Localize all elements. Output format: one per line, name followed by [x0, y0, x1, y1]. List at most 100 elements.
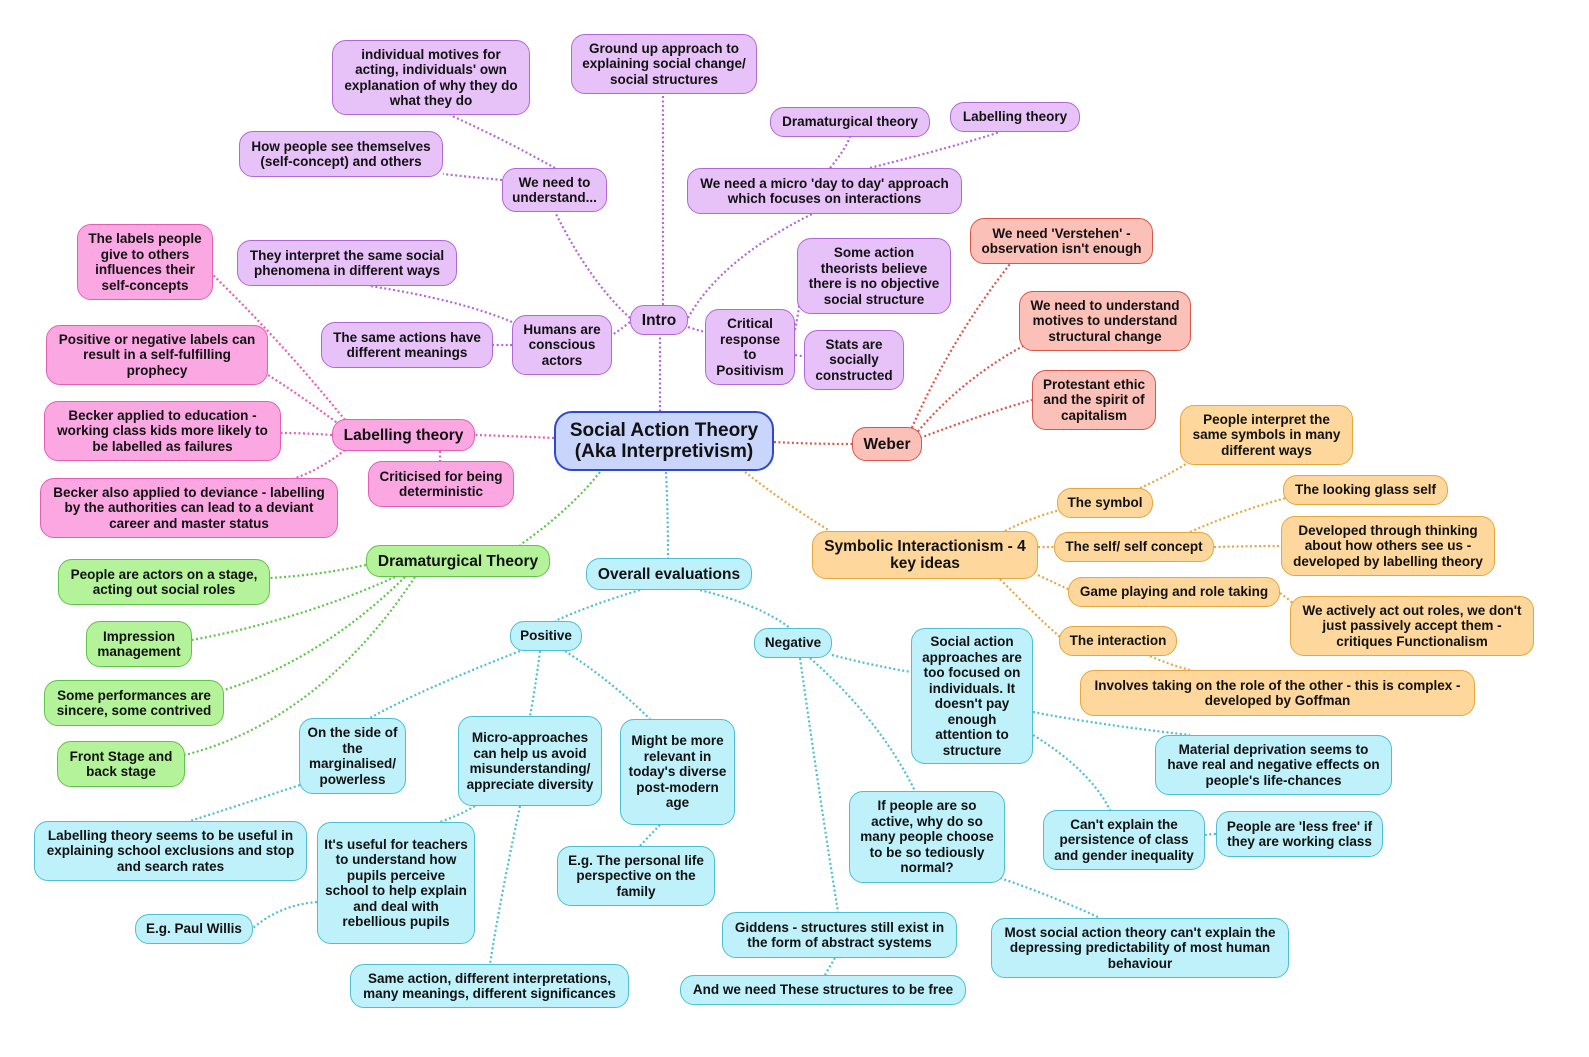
node-labelling-theory[interactable]: Labelling theory — [332, 419, 475, 451]
node-positive[interactable]: Positive — [510, 621, 582, 651]
node-impression[interactable]: Impression management — [86, 621, 192, 667]
connector-line — [223, 576, 406, 692]
node-labelling-theory-intro[interactable]: Labelling theory — [950, 102, 1080, 132]
node-no-objective[interactable]: Some action theorists believe there is n… — [797, 238, 951, 314]
connector-line — [908, 263, 1011, 433]
connector-line — [687, 213, 813, 319]
node-ground-up[interactable]: Ground up approach to explaining social … — [571, 34, 757, 94]
connector-line — [449, 113, 556, 169]
node-negative[interactable]: Negative — [754, 628, 832, 658]
central-topic[interactable]: Social Action Theory (Aka Interpretivism… — [554, 411, 774, 471]
node-becker-deviance[interactable]: Becker also applied to deviance - labell… — [40, 478, 338, 538]
connector-line — [914, 344, 1026, 436]
node-same-actions[interactable]: The same actions have different meanings — [321, 322, 493, 368]
connector-line — [1189, 495, 1291, 534]
node-humans-conscious[interactable]: Humans are conscious actors — [512, 315, 612, 375]
connector-line — [773, 440, 853, 446]
node-dramaturgical-theory-intro[interactable]: Dramaturgical theory — [770, 107, 930, 137]
connector-line — [1004, 508, 1061, 532]
node-interpret-same[interactable]: They interpret the same social phenomena… — [237, 240, 457, 286]
node-need-to-understand[interactable]: We need to understand... — [502, 168, 607, 212]
node-more-relevant[interactable]: Might be more relevant in today's divers… — [620, 719, 735, 825]
node-if-active[interactable]: If people are so active, why do so many … — [849, 791, 1005, 883]
node-self-fulfilling[interactable]: Positive or negative labels can result i… — [46, 325, 268, 385]
node-less-free[interactable]: People are 'less free' if they are worki… — [1216, 811, 1383, 857]
node-actors-stage[interactable]: People are actors on a stage, acting out… — [58, 559, 270, 605]
node-performances[interactable]: Some performances are sincere, some cont… — [44, 680, 224, 726]
node-useful-teachers[interactable]: It's useful for teachers to understand h… — [317, 822, 475, 944]
node-game-playing[interactable]: Game playing and role taking — [1068, 577, 1280, 607]
node-micro-avoid[interactable]: Micro-approaches can help us avoid misun… — [458, 716, 602, 806]
node-labelling-useful[interactable]: Labelling theory seems to be useful in e… — [34, 821, 307, 881]
node-intro[interactable]: Intro — [630, 305, 688, 335]
connector-line — [554, 588, 641, 623]
connector-line — [474, 433, 555, 440]
node-dramaturgical-theory[interactable]: Dramaturgical Theory — [366, 545, 550, 577]
connector-line — [744, 471, 831, 532]
node-personal-life[interactable]: E.g. The personal life perspective on th… — [557, 846, 715, 906]
connector-line — [1032, 710, 1191, 737]
connector-line — [369, 284, 513, 324]
central-topic-line2: (Aka Interpretivism) — [574, 441, 754, 462]
node-material-deprivation[interactable]: Material deprivation seems to have real … — [1155, 735, 1392, 795]
connector-line — [212, 274, 346, 421]
node-interpret-symbols[interactable]: People interpret the same symbols in man… — [1180, 405, 1353, 465]
node-marginalised[interactable]: On the side of the marginalised/ powerle… — [299, 718, 406, 794]
connector-line — [564, 650, 651, 720]
node-critical-response[interactable]: Critical response to Positivism — [705, 309, 795, 385]
connector-line — [439, 805, 476, 824]
connector-line — [999, 876, 1101, 919]
node-front-stage[interactable]: Front Stage and back stage — [57, 741, 185, 787]
connector-line — [189, 783, 301, 823]
connector-line — [442, 172, 503, 182]
node-the-interaction[interactable]: The interaction — [1059, 626, 1177, 656]
node-stats[interactable]: Stats are socially constructed — [804, 330, 904, 390]
node-overall-evaluations[interactable]: Overall evaluations — [586, 558, 752, 590]
node-persistence[interactable]: Can't explain the persistence of class a… — [1043, 810, 1205, 870]
node-same-action[interactable]: Same action, different interpretations, … — [350, 964, 629, 1008]
node-looking-glass[interactable]: The looking glass self — [1283, 475, 1448, 505]
node-individual-motives[interactable]: individual motives for acting, individua… — [332, 40, 530, 115]
node-protestant[interactable]: Protestant ethic and the spirit of capit… — [1032, 370, 1156, 430]
connector-line — [1037, 574, 1071, 591]
connector-line — [280, 431, 333, 437]
node-need-structures[interactable]: And we need These structures to be free — [680, 975, 966, 1005]
node-how-people-see[interactable]: How people see themselves (self-concept)… — [239, 131, 443, 177]
node-criticised[interactable]: Criticised for being deterministic — [368, 461, 514, 507]
node-paul-willis[interactable]: E.g. Paul Willis — [135, 914, 253, 944]
connector-line — [554, 211, 631, 319]
node-act-out-roles[interactable]: We actively act out roles, we don't just… — [1290, 596, 1534, 656]
node-role-of-other[interactable]: Involves taking on the role of the other… — [1080, 670, 1475, 716]
connector-line — [794, 353, 805, 358]
connector-line — [1204, 832, 1217, 837]
node-micro-approach[interactable]: We need a micro 'day to day' approach wh… — [687, 168, 962, 214]
connector-line — [488, 805, 522, 965]
connector-line — [1032, 734, 1111, 811]
connector-line — [252, 900, 318, 929]
node-self-concept[interactable]: The self/ self concept — [1054, 532, 1214, 562]
node-predictability[interactable]: Most social action theory can't explain … — [991, 918, 1289, 978]
node-the-symbol[interactable]: The symbol — [1057, 488, 1153, 518]
connector-line — [919, 398, 1033, 440]
node-weber[interactable]: Weber — [852, 427, 922, 461]
connector-line — [687, 325, 706, 334]
connector-line — [999, 578, 1061, 638]
connector-line — [831, 653, 912, 674]
node-symbolic-interactionism[interactable]: Symbolic Interactionism - 4 key ideas — [812, 531, 1038, 579]
connector-line — [798, 657, 840, 913]
node-weber-motives[interactable]: We need to understand motives to underst… — [1019, 291, 1191, 351]
connector-line — [639, 824, 661, 847]
connector-line — [869, 130, 1001, 170]
node-labels-people-give[interactable]: The labels people give to others influen… — [77, 224, 213, 300]
node-verstehen[interactable]: We need 'Verstehen' - observation isn't … — [970, 218, 1153, 264]
connector-line — [369, 649, 521, 719]
node-too-focused[interactable]: Social action approaches are too focused… — [911, 628, 1033, 764]
connector-line — [809, 657, 916, 792]
node-developed-through[interactable]: Developed through thinking about how oth… — [1281, 516, 1495, 576]
node-giddens[interactable]: Giddens - structures still exist in the … — [722, 912, 957, 958]
central-topic-line1: Social Action Theory — [569, 420, 759, 441]
connector-line — [519, 471, 601, 546]
connector-line — [1149, 654, 1191, 672]
node-becker-education[interactable]: Becker applied to education - working cl… — [44, 401, 281, 461]
